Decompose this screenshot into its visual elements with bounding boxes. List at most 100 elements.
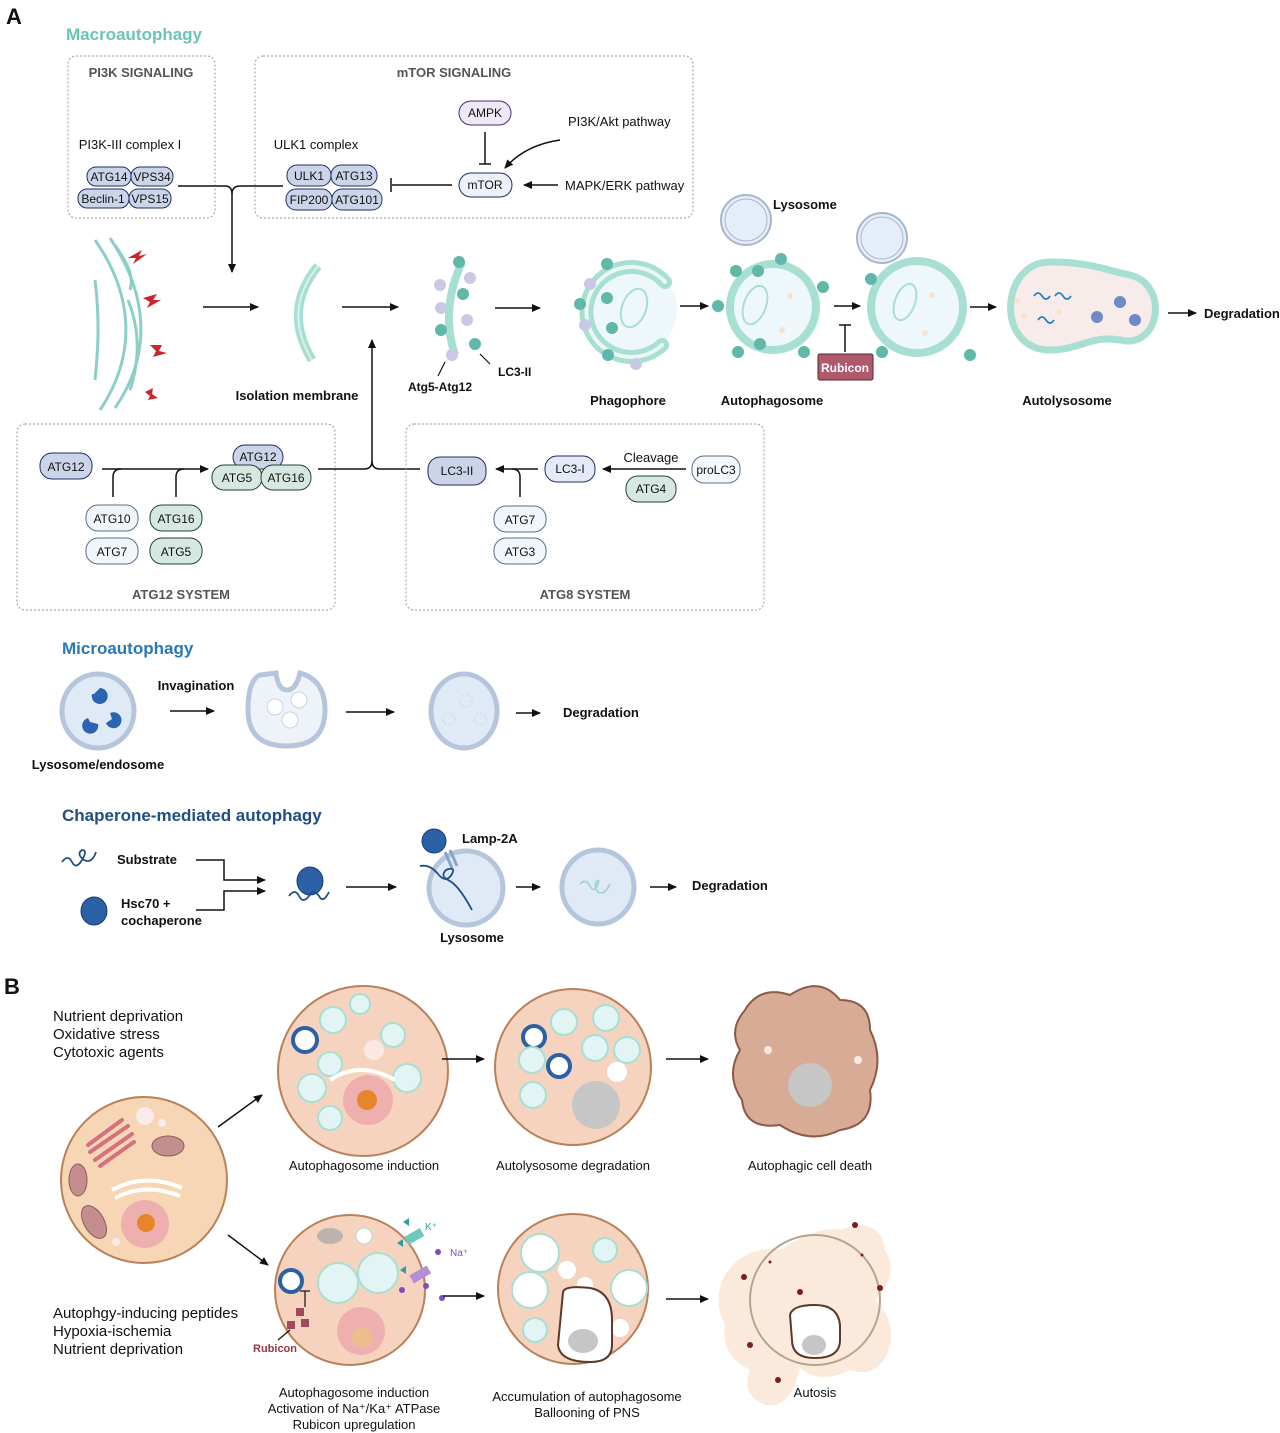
caption-induction-line1: Autophagosome induction [279,1385,429,1400]
fusing-autophagosome-icon [856,212,976,361]
pill-fip200: FIP200 [285,188,333,211]
lysosome-endosome-icon [59,671,137,751]
lysosome-cma-label: Lysosome [440,930,504,945]
pi3k-box-title: PI3K SIGNALING [89,65,194,80]
endoplasmic-reticulum-icon [93,237,143,411]
invagination-label: Invagination [158,678,235,693]
lamp2a-label: Lamp-2A [462,831,518,846]
autolysosome-icon [1007,258,1159,354]
autophagosome-icon [712,253,829,358]
macroautophagy-title: Macroautophagy [66,25,203,44]
svg-text:ATG12: ATG12 [47,460,84,474]
ballooning-cell-icon [497,1213,649,1365]
degrading-cma-lysosome-icon [559,847,637,927]
pill-atg13: ATG13 [330,164,378,187]
pill-atg3: ATG3 [493,537,547,565]
pill-atg5-complex: ATG5 [211,464,263,491]
cleavage-label: Cleavage [624,450,679,465]
lysosome-icon [720,194,772,246]
autosis-cell-icon [718,1222,891,1406]
caption-autolysosome-degradation: Autolysosome degradation [496,1158,650,1173]
lamp2a-lysosome-icon [419,828,506,928]
pill-atg12-complex: ATG12 [232,444,284,470]
svg-text:proLC3: proLC3 [696,463,736,477]
svg-text:Hypoxia-ischemia: Hypoxia-ischemia [53,1323,172,1340]
svg-text:ATG3: ATG3 [505,545,536,559]
svg-text:Rubicon: Rubicon [821,361,869,375]
lysosome-label: Lysosome [773,197,837,212]
caption-accumulation: Accumulation of autophagosome [492,1389,681,1404]
mtor-signaling-box: mTOR SIGNALING ULK1 complex ULK1 ATG13 F… [254,55,694,219]
pill-atg7-a: ATG7 [85,537,139,565]
svg-text:ATG14: ATG14 [90,170,127,184]
phagophore-label: Phagophore [590,393,666,408]
damage-lightning-icon [128,250,167,400]
top-conditions: Nutrient deprivation Oxidative stress Cy… [53,1008,183,1061]
svg-text:LC3-II: LC3-II [441,464,474,478]
mapk-erk-label: MAPK/ERK pathway [565,178,685,193]
svg-text:ATG5: ATG5 [222,471,253,485]
hsc70-label-line2: cochaperone [121,913,202,928]
panel-a-letter: A [6,4,22,29]
pill-atg12-substrate: ATG12 [39,452,93,480]
pi3k-signaling-box: PI3K SIGNALING PI3K-III complex I ATG14 … [67,55,216,219]
sodium-ion-label: Na⁺ [450,1248,468,1259]
panel-b-letter: B [4,974,20,999]
pi3k-complex-label: PI3K-III complex I [79,137,182,152]
svg-text:ATG13: ATG13 [335,169,372,183]
pill-prolc3: proLC3 [691,455,741,484]
svg-text:ATG101: ATG101 [335,193,379,207]
membrane-with-proteins-icon [434,256,481,361]
caption-induction-line2: Activation of Na⁺/Ka⁺ ATPase [268,1401,440,1416]
svg-text:LC3-I: LC3-I [555,462,584,476]
pi3k-akt-arrow [504,139,561,169]
svg-text:ATG12: ATG12 [239,450,276,464]
isolation-membrane-label: Isolation membrane [236,388,359,403]
rubicon-box: Rubicon [817,353,874,381]
pill-atg14: ATG14 [86,166,132,187]
svg-text:ULK1: ULK1 [294,169,324,183]
svg-text:ATG5: ATG5 [161,545,192,559]
pill-atg7-b: ATG7 [493,505,547,533]
svg-text:VPS15: VPS15 [131,192,169,206]
normal-cell-icon [60,1096,228,1264]
svg-text:Autophgy-inducing peptides: Autophgy-inducing peptides [53,1305,238,1322]
cma-title: Chaperone-mediated autophagy [62,806,322,825]
svg-text:VPS34: VPS34 [133,170,171,184]
svg-text:ATG10: ATG10 [93,512,130,526]
substrate-label: Substrate [117,852,177,867]
caption-induction-line3: Rubicon upregulation [293,1417,416,1432]
svg-text:Oxidative stress: Oxidative stress [53,1026,160,1043]
pill-vps34: VPS34 [130,166,174,187]
caption-autophagosome-induction: Autophagosome induction [289,1158,439,1173]
caption-ballooning: Ballooning of PNS [534,1405,640,1420]
pill-atg16: ATG16 [149,504,203,532]
autolysosome-label: Autolysosome [1022,393,1112,408]
caption-autophagic-cell-death: Autophagic cell death [748,1158,872,1173]
pill-atg16-complex: ATG16 [260,464,312,491]
svg-text:ATG7: ATG7 [97,545,128,559]
chaperone-substrate-complex-icon [288,866,330,901]
svg-text:FIP200: FIP200 [290,193,329,207]
pill-beclin1: Beclin-1 [77,188,130,209]
pill-ampk: AMPK [458,100,512,126]
invaginating-lysosome-icon [245,669,328,749]
svg-text:Beclin-1: Beclin-1 [81,192,125,206]
ulk1-complex-label: ULK1 complex [274,137,359,152]
pill-atg4: ATG4 [625,475,677,503]
phagophore-icon [574,258,677,370]
autophagosome-label: Autophagosome [721,393,824,408]
svg-text:Cytotoxic agents: Cytotoxic agents [53,1044,164,1061]
autophagosome-induction-cell-icon [277,985,449,1157]
pill-vps15: VPS15 [128,188,172,209]
lc3-ii-label: LC3-II [498,365,531,379]
autolysosome-degradation-cell-icon [494,988,652,1146]
pill-atg101: ATG101 [331,188,383,211]
svg-text:ATG16: ATG16 [157,512,194,526]
svg-text:ATG12 SYSTEM: ATG12 SYSTEM [132,587,230,602]
svg-text:mTOR: mTOR [467,178,502,192]
svg-text:ATG4: ATG4 [636,482,667,496]
atg5-atg12-label: Atg5-Atg12 [408,380,472,394]
svg-text:Nutrient deprivation: Nutrient deprivation [53,1341,183,1358]
